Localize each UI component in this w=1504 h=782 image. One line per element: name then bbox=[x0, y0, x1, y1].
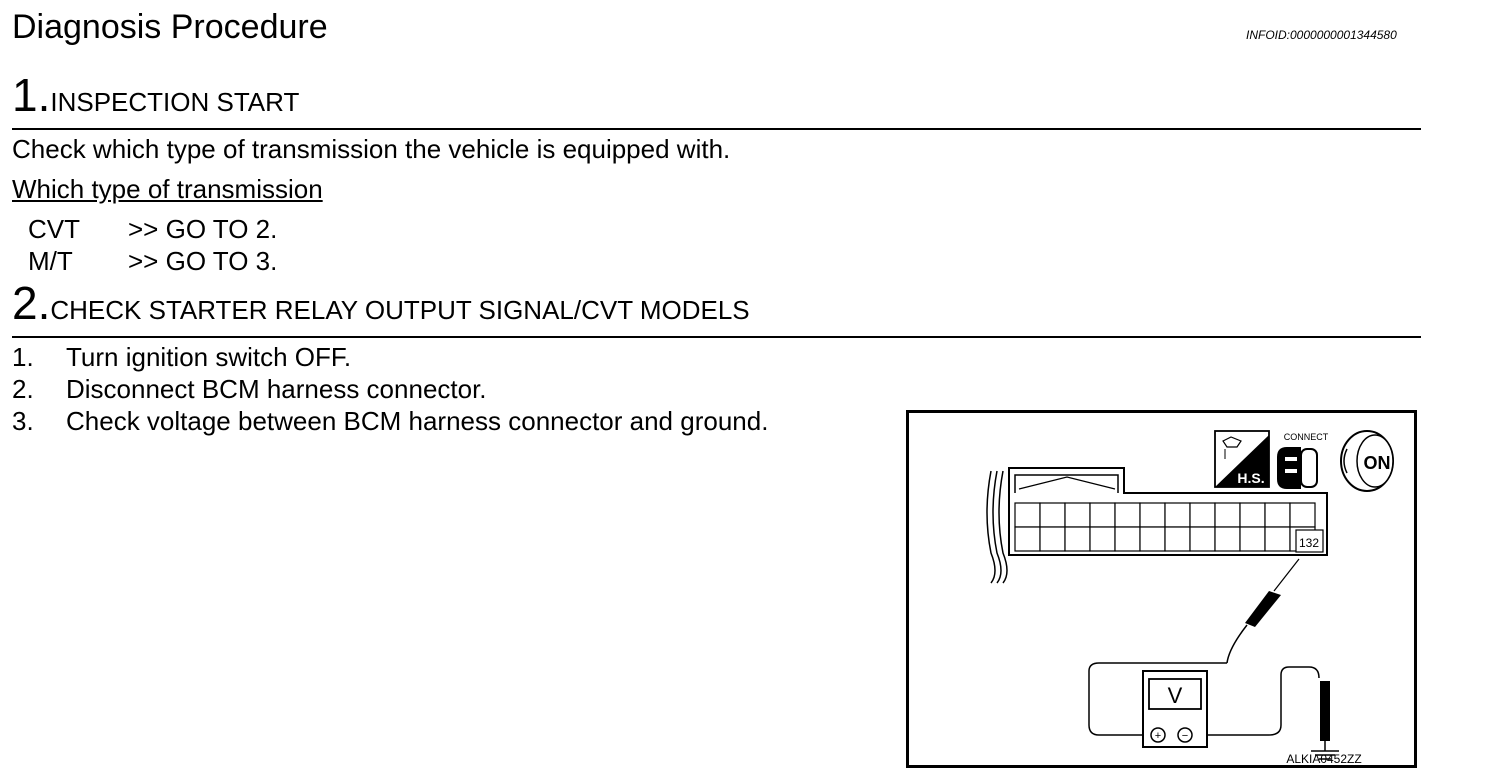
connector-icon-pin-1 bbox=[1285, 457, 1297, 461]
step-1-number: 1. bbox=[12, 69, 51, 121]
connector-lock bbox=[1014, 474, 1119, 493]
terminal-cell bbox=[1264, 502, 1291, 528]
positive-wire bbox=[1088, 662, 1227, 736]
terminal-cell bbox=[1089, 526, 1116, 552]
terminal-cell bbox=[1014, 526, 1041, 552]
voltmeter-negative-terminal bbox=[1177, 727, 1193, 743]
step-2-item-1-number: 1. bbox=[12, 342, 34, 372]
terminal-cell bbox=[1214, 526, 1241, 552]
wiring-figure: 132 V + − H.S. CONNECT bbox=[906, 410, 1417, 768]
info-id: INFOID:0000000001344580 bbox=[1246, 28, 1397, 42]
terminal-cell bbox=[1014, 502, 1041, 528]
figure-code: ALKIA0452ZZ bbox=[1286, 752, 1361, 765]
connector-diagram: 132 V + − H.S. CONNECT bbox=[986, 430, 1394, 765]
connect-label: CONNECT bbox=[1284, 432, 1329, 442]
negative-wire bbox=[1187, 666, 1320, 736]
page-title: Diagnosis Procedure bbox=[12, 8, 328, 46]
terminal-cell bbox=[1039, 502, 1066, 528]
harness-line-1 bbox=[986, 470, 996, 584]
option-mt-action: >> GO TO 3. bbox=[128, 246, 278, 276]
terminal-cell bbox=[1064, 502, 1091, 528]
voltmeter-display bbox=[1148, 678, 1202, 710]
harness-line-2 bbox=[992, 470, 1002, 584]
terminal-grid bbox=[1014, 502, 1316, 552]
option-cvt-label: CVT bbox=[28, 214, 80, 244]
plus-sign: + bbox=[1155, 730, 1161, 742]
connector-lock-latch bbox=[1018, 476, 1116, 490]
terminal-cell bbox=[1039, 526, 1066, 552]
terminal-cell bbox=[1164, 526, 1191, 552]
terminal-cell bbox=[1089, 502, 1116, 528]
terminal-132-label: 132 bbox=[1299, 536, 1319, 550]
step-2-rule bbox=[12, 336, 1421, 338]
step-2-heading: 2.CHECK STARTER RELAY OUTPUT SIGNAL/CVT … bbox=[12, 280, 750, 326]
terminal-cell bbox=[1139, 502, 1166, 528]
hs-icon-car bbox=[1222, 436, 1242, 448]
probe-body bbox=[1245, 591, 1281, 627]
terminal-132-cell bbox=[1295, 529, 1324, 553]
terminal-cell bbox=[1289, 502, 1316, 528]
connector-icon bbox=[1277, 447, 1301, 489]
step-2-item-2-number: 2. bbox=[12, 374, 34, 404]
connector-icon-plug bbox=[1300, 448, 1318, 488]
terminal-cell bbox=[1114, 502, 1141, 528]
step-1-rule bbox=[12, 128, 1421, 130]
terminal-cell bbox=[1139, 526, 1166, 552]
terminal-cell bbox=[1164, 502, 1191, 528]
connector-housing bbox=[1008, 467, 1328, 556]
terminal-cell bbox=[1189, 526, 1216, 552]
ignition-key-icon-edge bbox=[1343, 448, 1348, 474]
ground-probe bbox=[1320, 681, 1330, 741]
step-2-title: CHECK STARTER RELAY OUTPUT SIGNAL/CVT MO… bbox=[50, 295, 750, 325]
step-1-title: INSPECTION START bbox=[50, 87, 300, 117]
ignition-on-label: ON bbox=[1364, 453, 1391, 473]
voltmeter-label: V bbox=[1168, 683, 1183, 708]
hs-icon-label: H.S. bbox=[1237, 470, 1264, 486]
terminal-cell bbox=[1189, 502, 1216, 528]
terminal-cell bbox=[1239, 502, 1266, 528]
hs-icon bbox=[1215, 435, 1269, 487]
terminal-cell bbox=[1214, 502, 1241, 528]
terminal-cell bbox=[1239, 526, 1266, 552]
probe-lead bbox=[1226, 624, 1248, 664]
connector-icon-pin-2 bbox=[1285, 469, 1297, 473]
step-2-item-1-text: Turn ignition switch OFF. bbox=[66, 342, 352, 372]
harness-line-3 bbox=[998, 470, 1008, 584]
step-1-heading: 1.INSPECTION START bbox=[12, 72, 299, 118]
probe-tip bbox=[1273, 558, 1300, 592]
terminal-cell bbox=[1114, 526, 1141, 552]
step-2-item-3-number: 3. bbox=[12, 406, 34, 436]
step-1-instruction: Check which type of transmission the veh… bbox=[12, 134, 731, 164]
terminal-cell bbox=[1064, 526, 1091, 552]
ignition-key-icon-inner bbox=[1356, 434, 1394, 488]
option-cvt-action: >> GO TO 2. bbox=[128, 214, 278, 244]
step-2-item-2-text: Disconnect BCM harness connector. bbox=[66, 374, 487, 404]
step-2-number: 2. bbox=[12, 277, 51, 329]
step-1-question: Which type of transmission bbox=[12, 174, 323, 204]
step-2-item-3-text: Check voltage between BCM harness connec… bbox=[66, 406, 769, 436]
minus-sign: − bbox=[1182, 730, 1188, 742]
option-mt-label: M/T bbox=[28, 246, 73, 276]
terminal-cell bbox=[1264, 526, 1291, 552]
voltmeter-positive-terminal bbox=[1150, 727, 1166, 743]
